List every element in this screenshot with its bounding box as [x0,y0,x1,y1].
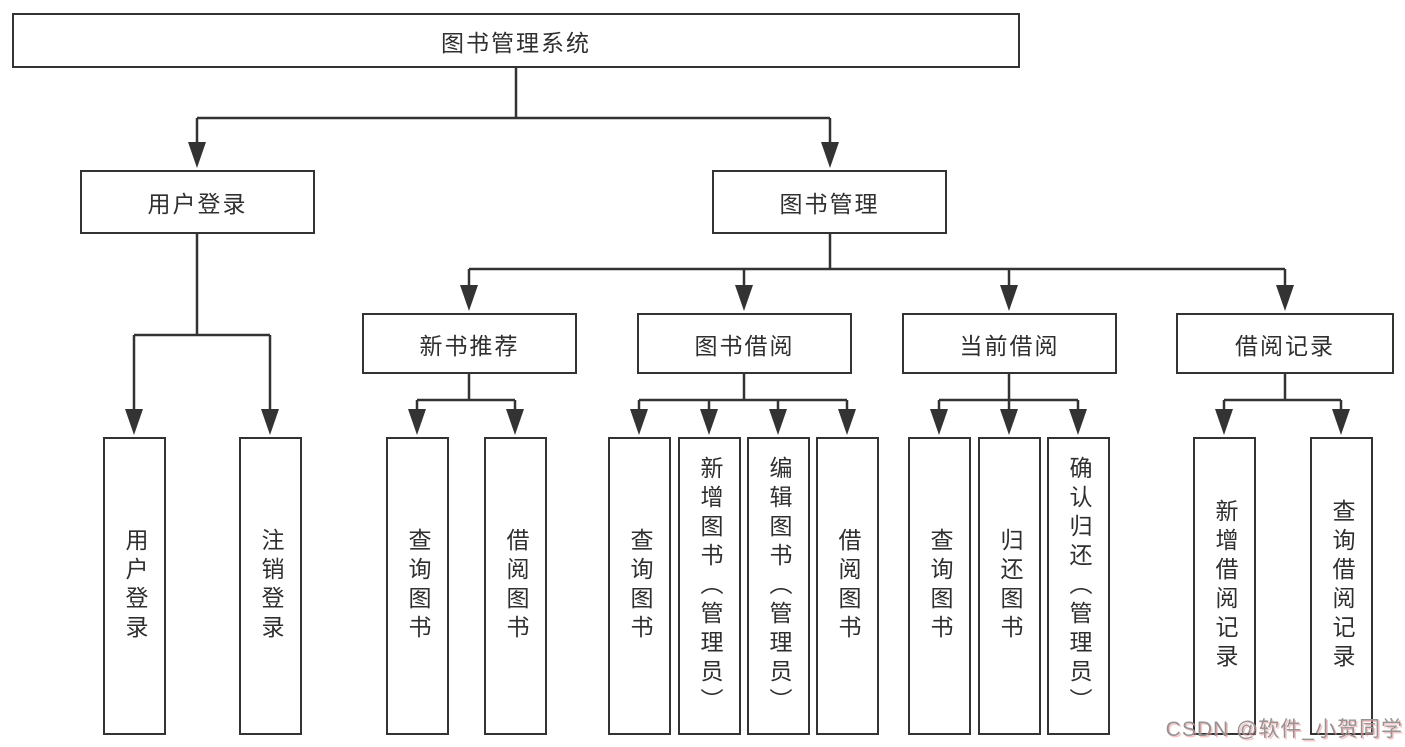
leaf-borrow-edit-books-admin: 编辑图书（管理员） [747,437,810,735]
leaf-current-query-books-label: 查询图书 [927,528,953,644]
leaf-rec-borrow-books: 借阅图书 [484,437,547,735]
node-borrow-record: 借阅记录 [1176,313,1394,374]
arrowhead [408,409,426,435]
node-new-book-rec-label: 新书推荐 [419,332,520,359]
arrowhead [1276,285,1294,311]
arrowhead [930,409,948,435]
node-book-borrow: 图书借阅 [637,313,852,374]
node-borrow-record-label: 借阅记录 [1235,332,1335,359]
leaf-current-return-books: 归还图书 [978,437,1041,735]
leaf-borrow-query-books-label: 查询图书 [627,528,653,644]
node-current-borrow: 当前借阅 [902,313,1117,374]
leaf-current-confirm-return-admin: 确认归还（管理员） [1047,437,1110,735]
leaf-current-return-books-label: 归还图书 [997,528,1023,644]
leaf-current-confirm-return-admin-label: 确认归还（管理员） [1066,455,1092,717]
node-user-login-label: 用户登录 [147,191,248,217]
arrowhead [1000,409,1018,435]
node-book-borrow-label: 图书借阅 [694,332,795,359]
connector-current-borrow-to-leaves [937,374,1080,410]
connector-book-borrow-to-leaves [637,374,849,410]
arrowhead [1215,409,1233,435]
leaf-user-login-label: 用户登录 [122,528,148,644]
leaf-record-add-borrow-record-label: 新增借阅记录 [1212,499,1238,673]
node-user-login: 用户登录 [80,170,315,234]
node-root: 图书管理系统 [12,13,1020,68]
leaf-borrow-edit-books-admin-label: 编辑图书（管理员） [766,455,792,717]
arrowhead [1069,409,1087,435]
leaf-rec-borrow-books-label: 借阅图书 [503,528,529,644]
connector-book-mgmt-to-level2 [467,234,1287,286]
leaf-user-login: 用户登录 [103,437,166,735]
leaf-borrow-query-books: 查询图书 [608,437,671,735]
leaf-logout: 注销登录 [239,437,302,735]
node-root-label: 图书管理系统 [441,29,591,56]
arrowhead [261,409,279,435]
leaf-record-query-borrow-record-label: 查询借阅记录 [1329,499,1355,673]
leaf-logout-label: 注销登录 [258,528,284,644]
arrowhead [700,409,718,435]
node-book-mgmt-label: 图书管理 [779,191,880,217]
leaf-borrow-borrow-books: 借阅图书 [816,437,879,735]
leaf-record-query-borrow-record: 查询借阅记录 [1310,437,1373,735]
arrowhead [506,409,524,435]
arrowhead [821,142,839,168]
node-new-book-rec: 新书推荐 [362,313,577,374]
leaf-borrow-add-books-admin-label: 新增图书（管理员） [697,455,723,717]
connector-user-login-to-leaves [132,234,272,410]
node-current-borrow-label: 当前借阅 [959,332,1060,359]
arrowhead [769,409,787,435]
leaf-borrow-add-books-admin: 新增图书（管理员） [678,437,741,735]
leaf-record-add-borrow-record: 新增借阅记录 [1193,437,1256,735]
arrowhead [1000,285,1018,311]
arrowhead [630,409,648,435]
arrowhead [188,142,206,168]
leaf-current-query-books: 查询图书 [908,437,971,735]
leaf-rec-query-books: 查询图书 [386,437,449,735]
connector-new-book-rec-to-leaves [415,374,517,410]
arrowhead [125,409,143,435]
connector-borrow-record-to-leaves [1222,374,1343,410]
arrowhead [735,285,753,311]
connector-root-to-level1 [195,68,832,143]
arrowhead [1332,409,1350,435]
node-book-mgmt: 图书管理 [712,170,947,234]
arrowhead [838,409,856,435]
leaf-borrow-borrow-books-label: 借阅图书 [835,528,861,644]
leaf-rec-query-books-label: 查询图书 [405,528,431,644]
arrowhead [460,285,478,311]
